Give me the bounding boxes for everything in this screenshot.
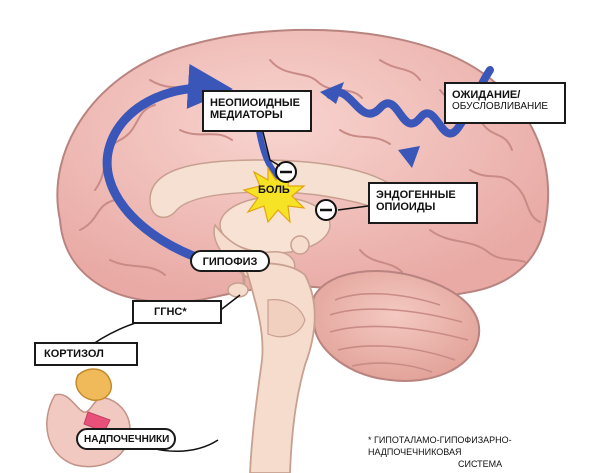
endogenous-line-2: ОПИОИДЫ [376, 201, 436, 213]
footnote: * ГИПОТАЛАМО-ГИПОФИЗАРНО-НАДПОЧЕЧНИКОВАЯ… [368, 434, 596, 470]
mammillary-body [290, 235, 310, 255]
spiral-arrow-head-left [320, 82, 344, 104]
pituitary-gland [227, 282, 249, 298]
pons [267, 299, 306, 338]
endogenous-line-1: ЭНДОГЕННЫЕ [376, 189, 456, 201]
expectation-line-2: ОБУСЛОВЛИВАНИЕ [452, 101, 549, 112]
adrenals-label: НАДПОЧЕЧНИКИ [76, 428, 176, 450]
cerebellum [311, 270, 481, 382]
pain-burst [242, 166, 306, 224]
neopioid-mediators-label: НЕОПИОИДНЫЕ МЕДИАТОРЫ [202, 90, 312, 132]
expectation-conditioning-label: ОЖИДАНИЕ/ ОБУСЛОВЛИВАНИЕ [444, 82, 566, 124]
pituitary-label: ГИПОФИЗ [190, 250, 270, 272]
neopioid-line-1: НЕОПИОИДНЫЕ [210, 97, 300, 109]
adrenal-gland [75, 368, 112, 401]
brainstem [243, 262, 316, 473]
footnote-line-2: СИСТЕМА [458, 459, 503, 469]
neopioid-line-2: МЕДИАТОРЫ [210, 109, 283, 121]
expectation-line-1: ОЖИДАНИЕ/ [452, 89, 521, 101]
spiral-arrow-head-down [398, 146, 420, 168]
cortisol-label: КОРТИЗОЛ [34, 342, 138, 366]
feedback-arc-arrow [102, 63, 233, 267]
cerebellum-folia [329, 292, 469, 373]
pain-label: БОЛЬ [258, 184, 290, 196]
endogenous-opioids-label: ЭНДОГЕННЫЕ ОПИОИДЫ [368, 182, 478, 224]
footnote-line-1: * ГИПОТАЛАМО-ГИПОФИЗАРНО-НАДПОЧЕЧНИКОВАЯ [368, 435, 512, 457]
hpa-label: ГГНС* [132, 300, 222, 324]
